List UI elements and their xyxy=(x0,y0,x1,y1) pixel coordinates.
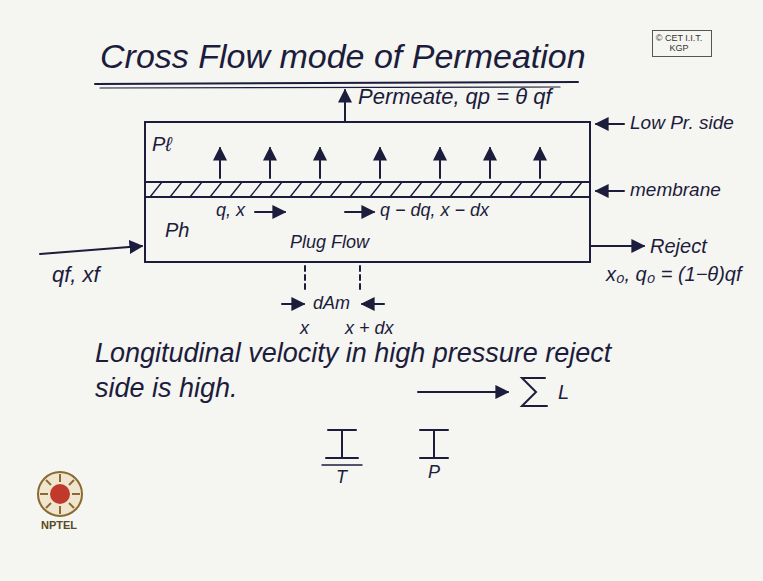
stream-label: Reject xyxy=(650,234,707,258)
position-label: x xyxy=(300,318,309,340)
reject-label: x₀, q₀ = (1−θ)qf xyxy=(606,262,756,286)
pressure-label: Pℓ xyxy=(152,132,172,156)
slide-title: Cross Flow mode of Permeation xyxy=(100,36,586,77)
symbol-label: T xyxy=(336,467,347,489)
permeate-label: Permeate, qp = θ qf xyxy=(358,84,552,110)
note-text: Longitudinal velocity in high pressure r… xyxy=(95,336,655,406)
logo-box: © CET I.I.T. KGP xyxy=(652,30,712,57)
membrane-label: membrane xyxy=(630,179,721,202)
feed-label: qf, xf xyxy=(52,262,100,288)
position-label: x + dx xyxy=(345,318,394,340)
flow-type-label: Plug Flow xyxy=(290,232,369,254)
logo-text: © CET I.I.T. KGP xyxy=(653,33,705,54)
flow-label: q, x xyxy=(216,200,245,222)
logo-text: NPTEL xyxy=(41,519,77,532)
symbol-label: P xyxy=(428,462,440,484)
pressure-label: Ph xyxy=(165,218,189,242)
area-label: dAm xyxy=(313,293,350,315)
flow-label: q − dq, x − dx xyxy=(380,200,489,222)
side-label: Low Pr. side xyxy=(630,112,734,135)
symbol-label: L xyxy=(558,380,569,404)
